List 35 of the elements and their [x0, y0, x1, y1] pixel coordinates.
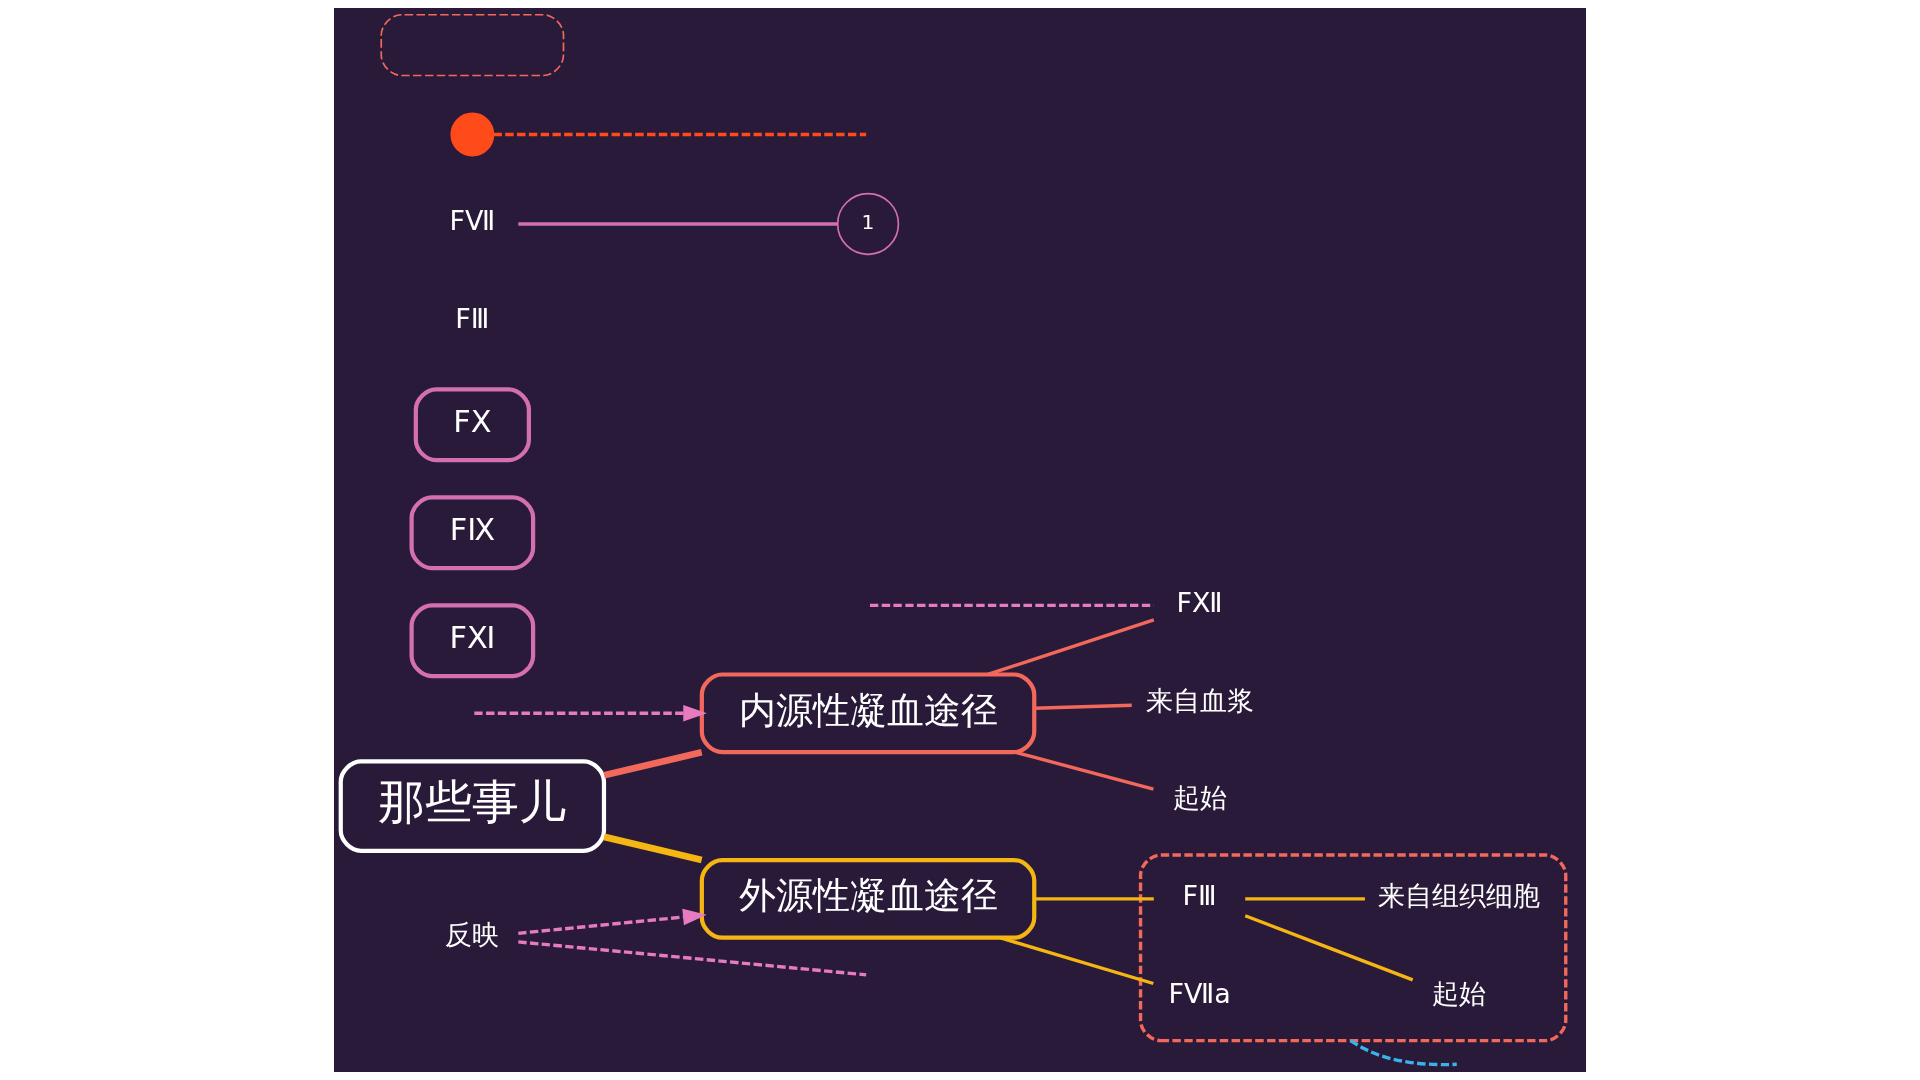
node-text: 反映 — [445, 919, 500, 951]
connector — [987, 618, 1155, 677]
connector — [518, 940, 867, 977]
node-box — [380, 13, 565, 77]
node-box: FⅪ — [409, 603, 536, 679]
node-text: FⅫ — [1176, 586, 1223, 618]
connector — [869, 603, 1154, 607]
node-circle: 1 — [836, 192, 900, 256]
connector — [518, 222, 838, 226]
connector — [1034, 703, 1132, 710]
connector — [1034, 897, 1154, 901]
node-text: FⅦ — [449, 205, 496, 237]
connector — [1245, 897, 1365, 901]
node-text: FⅦa — [1168, 978, 1231, 1010]
node-text: FⅢ — [1182, 880, 1217, 912]
connector — [603, 749, 703, 779]
cluster — [1138, 853, 1568, 1043]
node-text: 起始 — [1172, 782, 1227, 814]
node-box: FⅨ — [409, 495, 536, 571]
arrow — [474, 705, 707, 722]
node-text: 来自血浆 — [1145, 684, 1254, 716]
node-text: FⅢ — [455, 303, 490, 335]
connector — [603, 833, 703, 864]
node-circle — [450, 112, 495, 157]
connector — [999, 936, 1154, 986]
node-box: 外源性凝血途径 — [699, 858, 1037, 940]
arrow — [518, 908, 707, 935]
connector — [1244, 914, 1414, 982]
connector — [493, 132, 867, 137]
node-text: 起始 — [1431, 978, 1486, 1010]
node-box: 内源性凝血途径 — [699, 672, 1037, 755]
node-box: 那些事儿 — [338, 759, 607, 853]
node-box: FX — [413, 387, 531, 463]
connector — [1014, 750, 1154, 791]
node-text: 来自组织细胞 — [1377, 880, 1540, 912]
